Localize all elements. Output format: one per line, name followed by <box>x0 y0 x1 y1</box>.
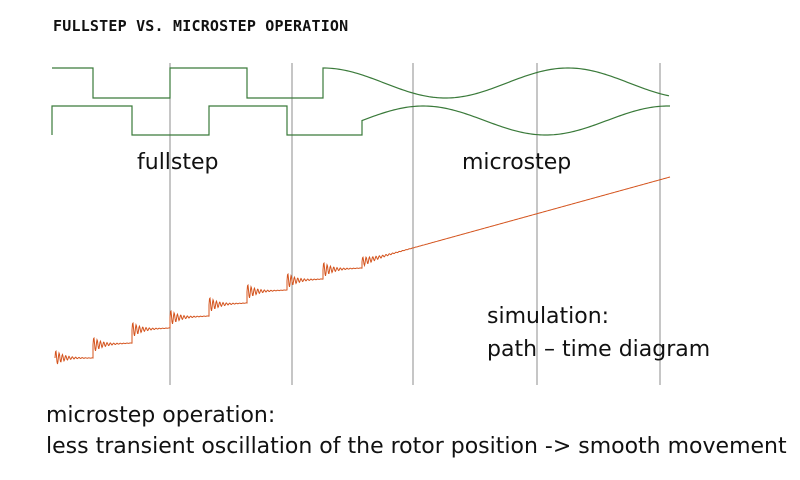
phase-a-waveform <box>52 67 670 99</box>
microstep-label: microstep <box>462 150 572 175</box>
fullstep-label: fullstep <box>137 150 219 175</box>
step-marker-lines <box>169 63 661 385</box>
simulation-caption: simulation: path – time diagram <box>487 300 710 366</box>
footer-caption: microstep operation: less transient osci… <box>46 400 787 462</box>
simulation-caption-line1: simulation: <box>487 304 610 329</box>
diagram-title: FULLSTEP VS. MICROSTEP OPERATION <box>53 17 349 35</box>
rotor-path-curve <box>54 176 671 365</box>
footer-caption-line1: microstep operation: <box>46 403 276 428</box>
footer-caption-line2: less transient oscillation of the rotor … <box>46 434 787 459</box>
phase-b-waveform <box>51 105 671 136</box>
simulation-caption-line2: path – time diagram <box>487 337 711 362</box>
